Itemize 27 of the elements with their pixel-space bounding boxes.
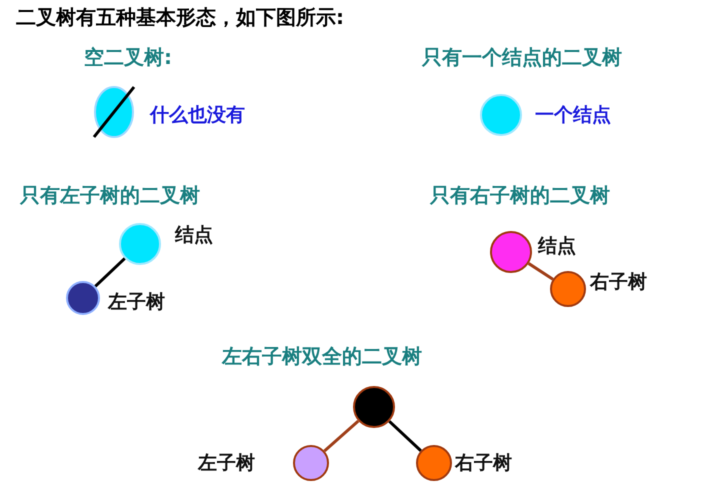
tree-node-circle: [292, 444, 330, 482]
node-caption: 一个结点: [535, 103, 611, 128]
tree-edge: [323, 420, 360, 452]
tree-node-circle: [479, 93, 523, 137]
tree-edge: [528, 262, 554, 280]
section-heading: 只有一个结点的二叉树: [422, 44, 622, 71]
section-heading: 只有右子树的二叉树: [430, 182, 610, 209]
node-caption: 结点: [538, 234, 576, 259]
node-caption: 右子树: [455, 451, 512, 476]
tree-node-circle: [549, 270, 587, 308]
node-caption: 右子树: [590, 270, 647, 295]
tree-node-circle: [352, 385, 396, 429]
tree-node-circle: [489, 230, 533, 274]
tree-node-circle: [118, 222, 162, 266]
tree-node-circle: [65, 280, 101, 316]
node-caption: 结点: [175, 223, 213, 248]
node-caption: 左子树: [108, 290, 165, 315]
tree-edge: [94, 257, 126, 288]
node-caption: 左子树: [198, 451, 255, 476]
node-caption: 什么也没有: [150, 103, 245, 128]
diagram-title: 二叉树有五种基本形态，如下图所示:: [16, 4, 344, 31]
tree-edge: [388, 420, 422, 452]
section-heading: 空二叉树:: [84, 44, 172, 71]
section-heading: 左右子树双全的二叉树: [222, 343, 422, 370]
tree-node-circle: [415, 444, 453, 482]
empty-tree-symbol: [92, 85, 136, 139]
section-heading: 只有左子树的二叉树: [20, 182, 200, 209]
